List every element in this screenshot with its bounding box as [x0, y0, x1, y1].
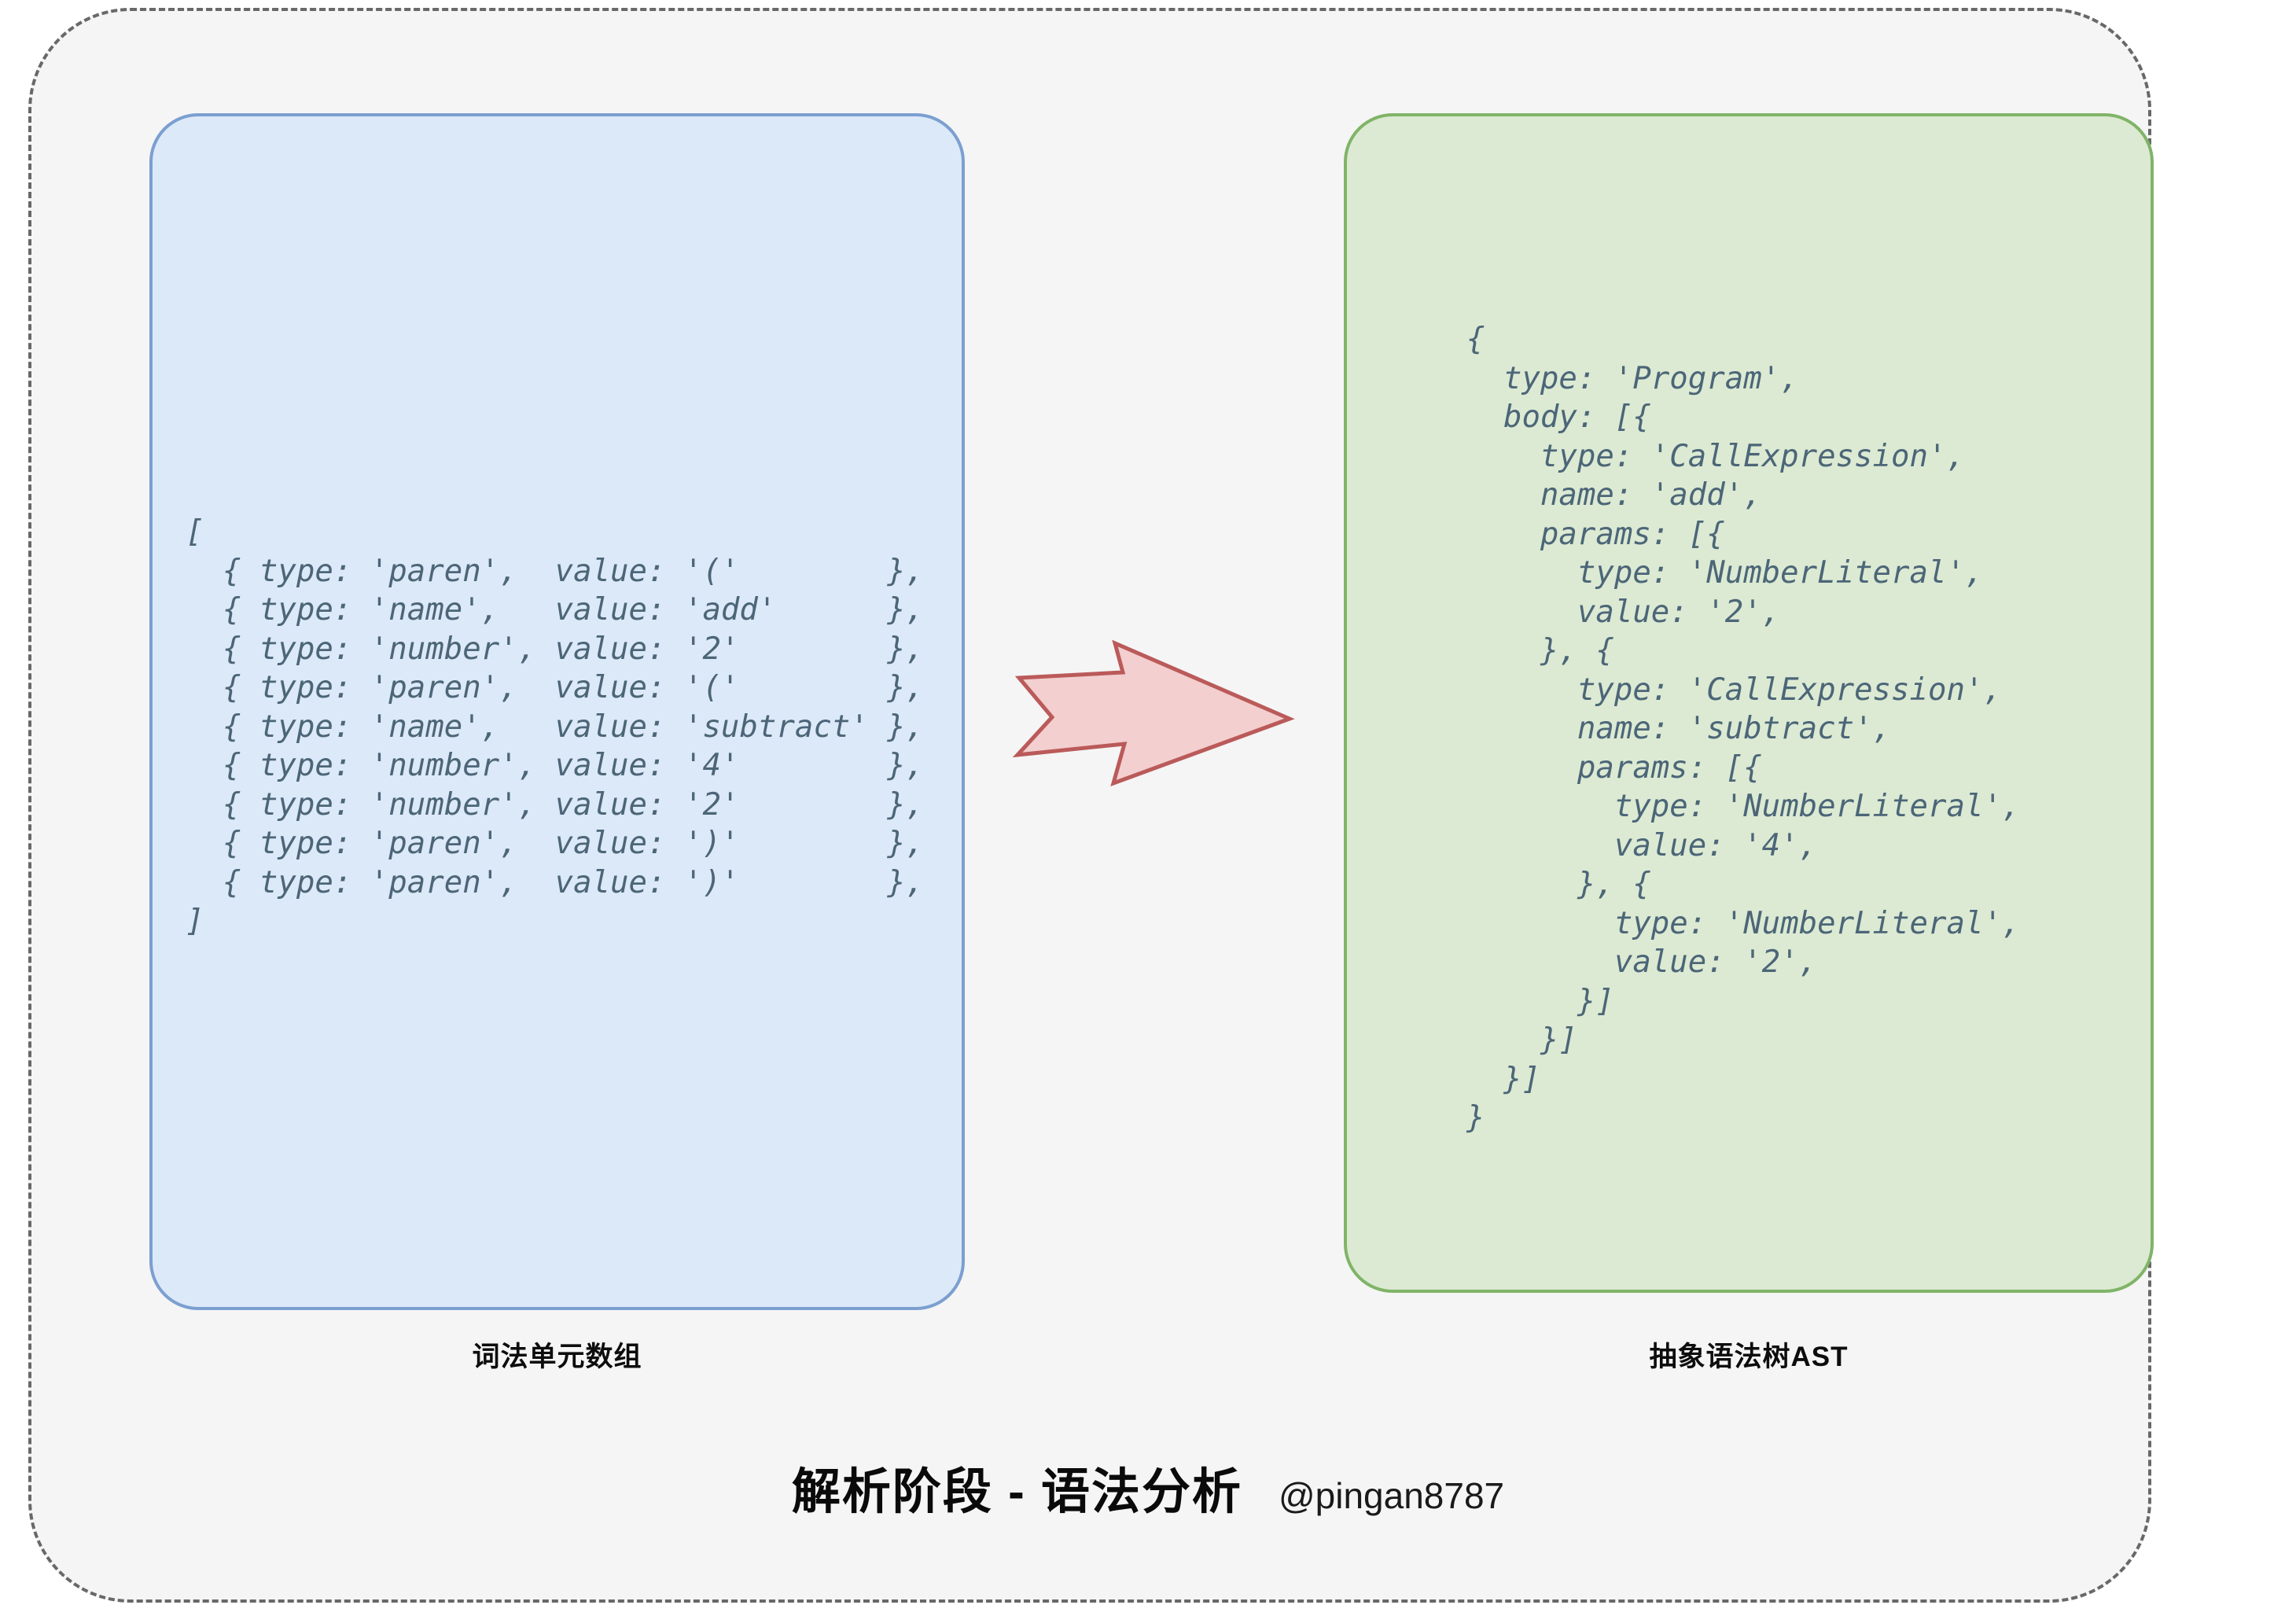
tokens-panel: [ { type: 'paren', value: '(' }, { type:…	[149, 113, 965, 1310]
right-arrow-icon	[1013, 637, 1296, 786]
ast-panel-caption: 抽象语法树AST	[1649, 1342, 1849, 1372]
diagram-title-row: 解析阶段 - 语法分析 @pingan8787	[0, 1452, 2296, 1522]
diagram-title: 解析阶段 - 语法分析	[791, 1465, 1242, 1519]
author-handle: @pingan8787	[1278, 1475, 1505, 1516]
ast-panel: { type: 'Program', body: [{ type: 'CallE…	[1344, 113, 2154, 1293]
tokens-panel-caption: 词法单元数组	[472, 1342, 642, 1372]
tokens-code-block: [ { type: 'paren', value: '(' }, { type:…	[186, 514, 925, 939]
ast-code-block: { type: 'Program', body: [{ type: 'CallE…	[1466, 322, 2021, 1136]
